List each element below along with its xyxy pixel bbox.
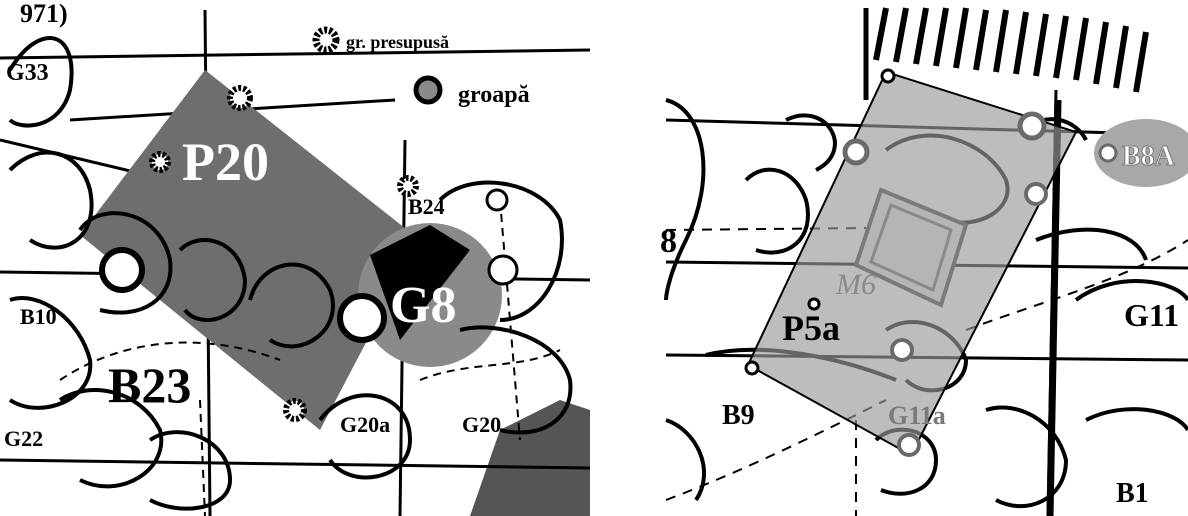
- right-map-panel: B8A 8 M6 P5a G11 B9 G11a B1: [660, 0, 1188, 516]
- pit-marker: [890, 338, 914, 362]
- legend-pit-icon: [413, 75, 443, 105]
- label-g11a: G11a: [888, 401, 946, 430]
- pit-markers: [842, 111, 1118, 457]
- pit-marker: [1024, 182, 1048, 206]
- label-g20a: G20a: [340, 412, 390, 437]
- legend-presumed-pit-icon: [312, 26, 340, 54]
- label-b8a: B8A: [1122, 141, 1176, 172]
- label-g8: G8: [390, 277, 456, 334]
- label-edge-8: 8: [660, 223, 677, 260]
- left-map-drawing: 971) gr. presupusă groapă G33 P20 B24 G8…: [0, 0, 591, 516]
- contour-arcs: [8, 36, 573, 511]
- pit-marker: [1098, 143, 1118, 163]
- label-g22: G22: [4, 426, 43, 451]
- pit-marker: [842, 138, 870, 166]
- dark-wedge: [370, 225, 470, 340]
- pit-marker-g8: [337, 293, 387, 343]
- legend-presumed-pit-label: gr. presupusă: [346, 32, 449, 52]
- label-p20: P20: [182, 132, 269, 192]
- label-g11: G11: [1124, 297, 1179, 333]
- dark-blob: [470, 400, 590, 516]
- left-map-panel: 971) gr. presupusă groapă G33 P20 B24 G8…: [0, 0, 591, 516]
- presumed-pit-marker: [397, 175, 419, 197]
- pit-markers: [99, 188, 519, 343]
- label-b10: B10: [20, 304, 57, 329]
- label-b1: B1: [1116, 478, 1149, 509]
- label-p5a: P5a: [782, 308, 840, 348]
- hatched-band: [873, 7, 1149, 93]
- label-b24: B24: [408, 194, 445, 219]
- zone-b8a: [1094, 119, 1188, 187]
- pit-marker-small: [487, 254, 519, 286]
- presumed-pit-marker: [227, 85, 253, 111]
- dashed-lines: [59, 199, 561, 516]
- label-b9: B9: [722, 400, 755, 431]
- label-g20: G20: [462, 412, 501, 437]
- presumed-pit-marker: [149, 151, 171, 173]
- legend-pit-label: groapă: [458, 82, 530, 108]
- presumed-pit-markers: [149, 85, 419, 422]
- label-b23: B23: [108, 357, 191, 413]
- right-map-drawing: B8A 8 M6 P5a G11 B9 G11a B1: [660, 0, 1188, 516]
- presumed-pit-marker: [283, 398, 307, 422]
- top-label: 971): [20, 0, 68, 28]
- pit-marker: [897, 433, 921, 457]
- pit-marker: [1017, 111, 1047, 141]
- corner-markers: [744, 68, 896, 376]
- label-g33: G33: [6, 60, 49, 86]
- pit-marker-tiny: [485, 188, 509, 212]
- pit-marker-b10: [99, 247, 145, 293]
- label-m6: M6: [835, 268, 876, 301]
